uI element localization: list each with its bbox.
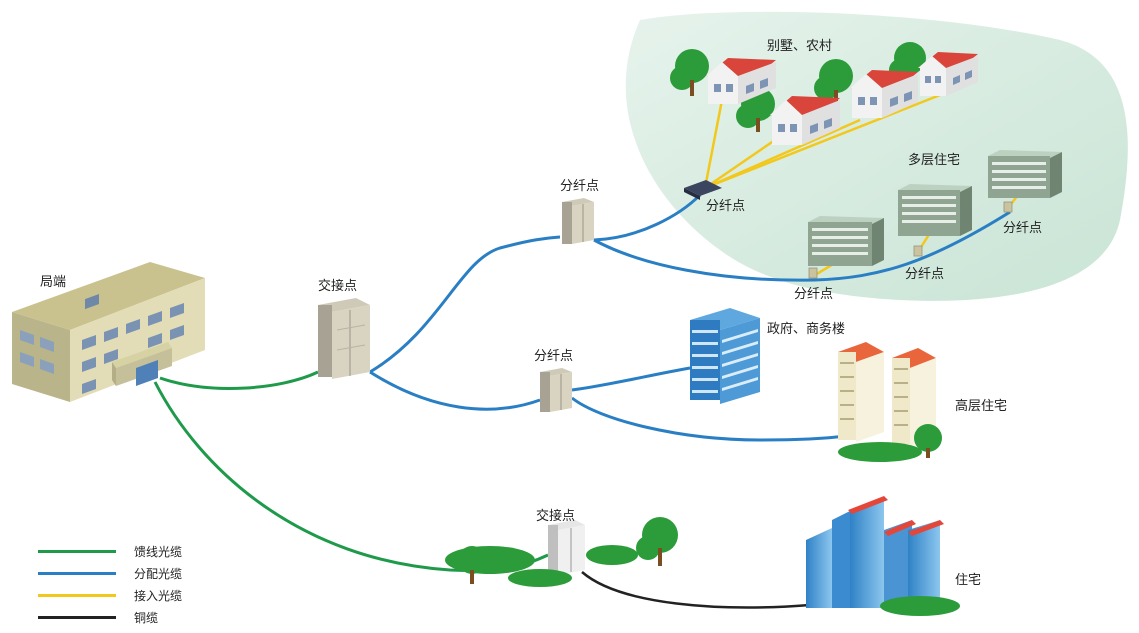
access-cable-villa-2 [704, 138, 776, 190]
label-villa-zone: 别墅、农村 [767, 39, 832, 54]
highrise-tower-2 [892, 348, 936, 446]
villa-4 [918, 52, 978, 96]
label-central-office: 局端 [40, 275, 66, 290]
legend-item-access: 接入光缆 [38, 584, 238, 606]
access-cable-villa-1 [703, 99, 724, 189]
split-box-mr-2 [913, 245, 923, 257]
cross-connect-cabinet-1 [318, 298, 370, 379]
legend-label: 馈线光缆 [134, 544, 183, 559]
label-split-villa: 分纤点 [706, 199, 745, 214]
dist-cable-split-b-to-gov [571, 366, 691, 392]
access-cables [703, 93, 1019, 277]
legend-item-feeder: 馈线光缆 [38, 540, 238, 562]
label-split-mr1: 分纤点 [794, 287, 833, 302]
office-windows [82, 303, 184, 394]
access-cable-villa-4 [704, 93, 941, 190]
label-split-mr2: 分纤点 [905, 267, 944, 282]
legend-swatch [38, 549, 116, 553]
highrise-tower-1 [838, 342, 884, 442]
legend-label: 铜缆 [134, 610, 159, 625]
central-office-building [12, 262, 205, 402]
split-box-mr-1 [808, 267, 818, 279]
multistory-building-3 [988, 150, 1062, 198]
government-business-tower [690, 308, 760, 404]
legend-swatch [38, 571, 116, 575]
legend-swatch [38, 615, 116, 619]
split-cabinet-b [540, 368, 572, 412]
split-box-mr-3 [1003, 201, 1013, 213]
label-residence: 住宅 [955, 573, 981, 588]
label-highrise: 高层住宅 [955, 398, 1007, 414]
dist-cable-cross-to-split-b [369, 370, 541, 411]
legend-item-copper: 铜缆 [38, 606, 238, 628]
label-split-mr3: 分纤点 [1003, 221, 1042, 236]
legend-item-distribution: 分配光缆 [38, 562, 238, 584]
label-cross-connect-2: 交接点 [536, 508, 575, 524]
copper-cable-to-residence [581, 571, 811, 609]
split-box-villa [684, 180, 722, 200]
legend-label: 接入光缆 [134, 588, 183, 603]
villa-3 [850, 70, 918, 118]
legend: 馈线光缆 分配光缆 接入光缆 铜缆 [38, 540, 238, 628]
dist-cable-cross-to-split-a [369, 235, 561, 374]
villa-trees [670, 42, 926, 132]
residence-shrubs [880, 596, 960, 616]
label-government: 政府、商务楼 [767, 321, 845, 337]
dist-cable-split-b-to-highrise [571, 396, 847, 442]
split-box-mr [808, 201, 1013, 279]
villa-1 [706, 58, 776, 104]
split-cabinet-a [562, 198, 594, 244]
cross-connect-cabinet-2 [548, 520, 585, 575]
feeder-cable-to-cross-1 [159, 370, 319, 390]
office-side-windows [20, 330, 54, 374]
dist-cable-split-a-to-multistory [593, 210, 1011, 282]
label-cross-connect-1: 交接点 [318, 278, 357, 294]
highrise-residential [838, 342, 942, 462]
label-multistory: 多层住宅 [908, 152, 960, 168]
highrise-shrubs [838, 424, 942, 462]
multistory-buildings [808, 150, 1062, 266]
label-split-a: 分纤点 [560, 179, 599, 194]
label-split-b: 分纤点 [534, 349, 573, 364]
bottom-trees [445, 517, 678, 587]
multistory-building-1 [808, 216, 884, 266]
residence-towers [806, 496, 960, 616]
copper-cables [581, 571, 811, 609]
distribution-cables [369, 193, 1011, 442]
multistory-building-2 [898, 184, 972, 236]
villa-2 [770, 96, 840, 145]
dist-cable-split-a-to-villa [593, 193, 702, 242]
villa-group [670, 42, 978, 145]
legend-label: 分配光缆 [134, 566, 183, 581]
legend-swatch [38, 593, 116, 597]
